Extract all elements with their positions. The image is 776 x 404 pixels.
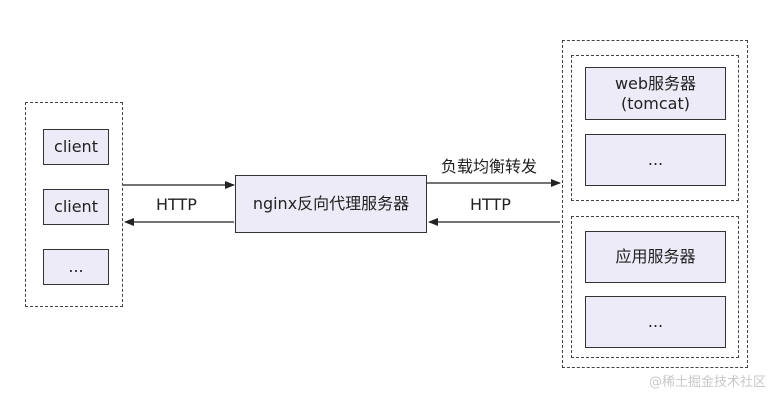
http-label-left: HTTP [156, 195, 197, 214]
app-server-node: 应用服务器 [585, 231, 726, 283]
watermark: @稀土掘金技术社区 [648, 375, 766, 390]
client-node-more: ... [43, 249, 109, 285]
nginx-proxy-node: nginx反向代理服务器 [235, 175, 427, 233]
client-node-2: client [43, 189, 109, 225]
app-server-more: ... [585, 296, 726, 348]
server-cluster [562, 40, 748, 368]
app-server-group [571, 216, 739, 358]
web-server-title: web服务器 [614, 73, 697, 93]
client-node-1: client [43, 129, 109, 165]
http-label-right: HTTP [470, 195, 511, 214]
client-group [25, 102, 123, 307]
web-server-node: web服务器 (tomcat) [585, 67, 726, 120]
load-balance-label: 负载均衡转发 [441, 157, 538, 176]
web-server-subtitle: (tomcat) [620, 93, 690, 113]
web-server-group [571, 55, 739, 201]
web-server-more: ... [585, 134, 726, 186]
